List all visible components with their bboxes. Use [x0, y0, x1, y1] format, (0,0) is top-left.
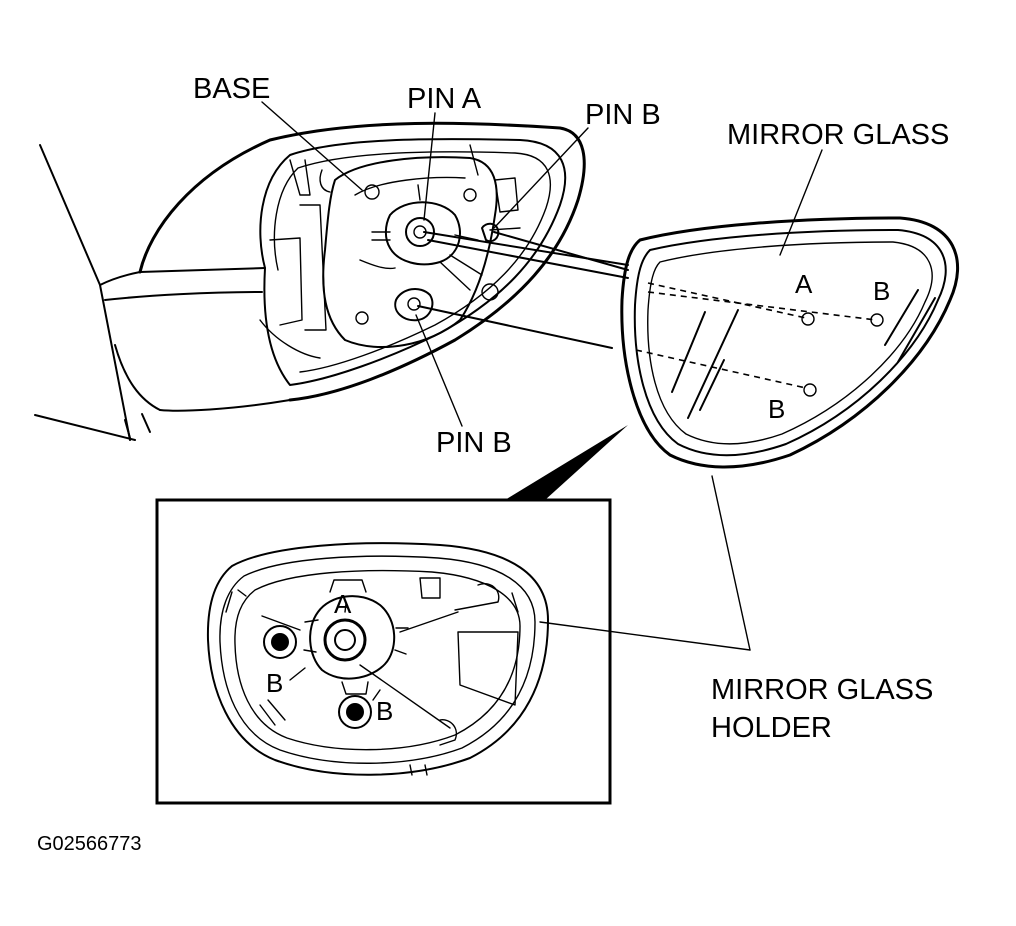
glass-label-b-upper: B — [873, 276, 890, 306]
label-pin-b-top: PIN B — [585, 99, 661, 131]
mirror-housing — [34, 121, 586, 441]
inset-label-b-bottom: B — [376, 696, 393, 726]
label-mirror-glass: MIRROR GLASS — [727, 119, 949, 151]
inset-label-a: A — [334, 589, 352, 619]
label-pin-b-bottom: PIN B — [436, 427, 512, 459]
label-holder-line2: HOLDER — [711, 712, 832, 744]
leader-lines — [261, 101, 823, 651]
inset-frame — [155, 498, 612, 805]
mirror-glass — [620, 216, 960, 469]
glass-label-a: A — [795, 269, 813, 299]
label-pin-a: PIN A — [407, 83, 482, 115]
figure-code: G02566773 — [37, 833, 142, 855]
callout-pointer — [505, 425, 628, 500]
alignment-lines — [417, 231, 877, 389]
inset-holder-drawing — [206, 542, 549, 776]
inset-label-b-left: B — [266, 668, 283, 698]
glass-label-b-lower: B — [768, 394, 785, 424]
label-base: BASE — [193, 73, 270, 105]
label-holder-line1: MIRROR GLASS — [711, 674, 933, 706]
